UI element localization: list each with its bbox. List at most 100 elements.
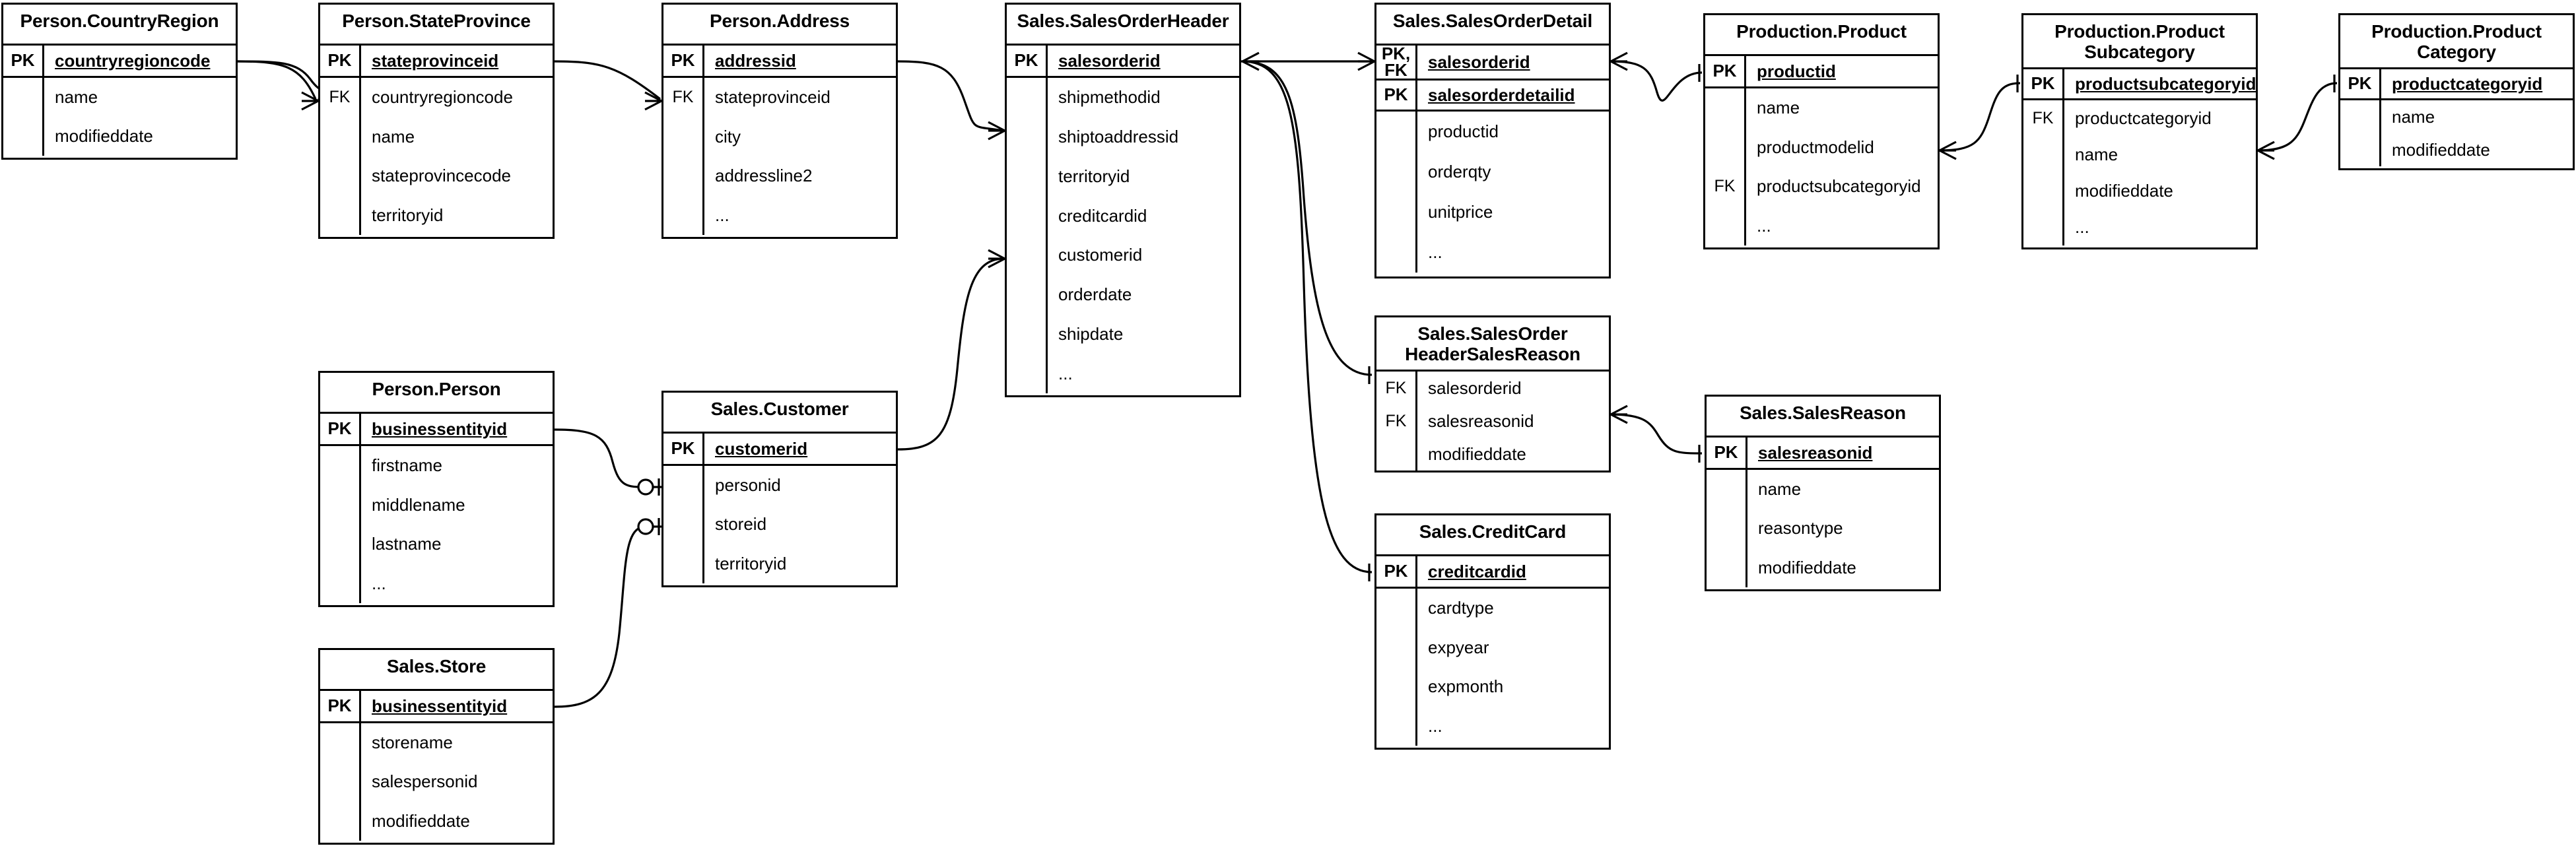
entity-title-line-2: Category [2417,42,2496,63]
attribute-name[interactable]: storeid [715,514,767,535]
attribute-name[interactable]: name [1757,98,1800,118]
attribute-name[interactable]: ... [372,573,386,593]
attribute-row[interactable]: PK stateprovinceid [320,46,553,78]
attribute-name[interactable]: creditcardid [1058,205,1147,226]
attribute-name[interactable]: stateprovincecode [372,166,512,186]
attribute-row[interactable]: PK salesorderdetailid [1376,81,1609,112]
entity-person-person[interactable]: Person.Person PK businessentityid firstn… [318,371,555,607]
attribute-row[interactable]: PK addressid [663,46,896,78]
attribute-name[interactable]: ... [1058,363,1073,383]
attribute-row[interactable]: PK creditcardid [1376,556,1609,589]
entity-sales-customer[interactable]: Sales.Customer PK customerid personid st… [661,391,898,587]
attribute-column: firstname middlename lastname ... [361,446,553,603]
entity-person-address[interactable]: Person.Address PK addressid FK stateprov… [661,3,898,239]
attribute-row[interactable]: PK, FK salesorderid [1376,45,1609,81]
entity-title-line-1: Production.Product [2054,21,2225,42]
attribute-name[interactable]: orderqty [1428,162,1491,181]
attribute-name[interactable]: cardtype [1428,598,1494,618]
entity-person-stateprovince[interactable]: Person.StateProvince PK stateprovinceid … [318,3,555,239]
attribute-name[interactable]: ... [2075,217,2089,237]
attribute-column: name modifieddate [44,78,236,156]
attribute-row[interactable]: PK businessentityid [320,414,553,446]
attribute-name[interactable]: modifieddate [55,126,153,146]
attribute-column: salesorderid salesreasonid modifieddate [1417,372,1609,471]
attribute-row[interactable]: PK customerid [663,434,896,466]
entity-production-productcategory[interactable]: Production.Product Category PK productca… [2338,13,2575,170]
attribute-row[interactable]: PK salesorderid [1007,46,1239,78]
rel-salesorderheader-headersalesreason [1242,51,1373,384]
entity-production-productsubcategory[interactable]: Production.Product Subcategory PK produc… [2021,13,2258,249]
attribute-name[interactable]: shipdate [1058,323,1124,344]
attribute-row[interactable]: PK productcategoryid [2340,69,2573,100]
entity-title: Person.CountryRegion [3,5,236,46]
entity-sales-salesreason[interactable]: Sales.SalesReason PK salesreasonid name … [1705,395,1941,591]
attribute-name[interactable]: name [2392,106,2435,127]
attribute-name[interactable]: territoryid [715,553,787,573]
attribute-name[interactable]: modifieddate [2392,139,2490,160]
attribute-name[interactable]: salesreasonid [1428,410,1534,431]
entity-production-product[interactable]: Production.Product PK productid FK name … [1703,13,1940,249]
attribute-name[interactable]: productmodelid [1757,137,1874,157]
attribute-name[interactable]: storename [372,732,453,753]
attribute-name[interactable]: salespersonid [372,771,478,792]
attribute-name[interactable]: firstname [372,455,442,476]
attribute-name[interactable]: reasontype [1758,518,1843,538]
attribute-name[interactable]: ... [1428,242,1442,262]
attribute-name[interactable]: name [2075,145,2118,164]
entity-sales-creditcard[interactable]: Sales.CreditCard PK creditcardid cardtyp… [1374,513,1611,750]
entity-person-countryregion[interactable]: Person.CountryRegion PK countryregioncod… [1,3,238,160]
attribute-name[interactable]: countryregioncode [372,87,513,108]
attribute-row[interactable]: PK countryregioncode [3,46,236,78]
key-badge [1376,707,1415,746]
attribute-name: stateprovinceid [372,50,499,71]
attribute-name[interactable]: territoryid [1058,166,1130,186]
attribute-name[interactable]: orderdate [1058,284,1132,305]
entity-sales-store[interactable]: Sales.Store PK businessentityid storenam… [318,648,555,845]
attribute-name[interactable]: personid [715,475,781,496]
attribute-name[interactable]: stateprovinceid [715,87,830,108]
attribute-name[interactable]: name [55,87,98,107]
attribute-column: productid orderqty unitprice ... [1417,112,1609,273]
key-badge [663,156,702,196]
attribute-name[interactable]: ... [1757,215,1771,236]
attribute-name[interactable]: shiptoaddressid [1058,127,1179,147]
attribute-name[interactable]: productid [1428,121,1499,141]
attribute-column: productcategoryid name modifieddate ... [2064,100,2256,245]
attribute-name: salesorderid [1058,50,1161,71]
attribute-name[interactable]: shipmethodid [1058,87,1161,108]
attribute-name[interactable]: unitprice [1428,202,1493,222]
attribute-row[interactable]: PK productsubcategoryid [2023,69,2256,100]
attribute-group: shipmethodid shiptoaddressid territoryid… [1007,78,1239,393]
attribute-name[interactable]: name [372,126,415,146]
attribute-name[interactable]: modifieddate [2075,181,2173,201]
key-column [2340,100,2381,166]
attribute-name[interactable]: expmonth [1428,676,1504,697]
key-badge [320,196,359,236]
entity-sales-salesorderheader[interactable]: Sales.SalesOrderHeader PK salesorderid [1005,3,1241,397]
attribute-name[interactable]: modifieddate [372,810,470,831]
key-badge [320,723,359,762]
attribute-name[interactable]: modifieddate [1428,443,1526,464]
attribute-name[interactable]: salesorderid [1428,377,1522,398]
attribute-name[interactable]: expyear [1428,637,1489,657]
attribute-name[interactable]: ... [715,205,729,225]
attribute-name[interactable]: productcategoryid [2075,108,2212,128]
attribute-name[interactable]: middlename [372,494,465,515]
key-badge [1376,589,1415,628]
entity-sales-salesorderheadersalesreason[interactable]: Sales.SalesOrder HeaderSalesReason FK FK… [1374,315,1611,472]
attribute-column: storename salespersonid modifieddate [361,723,553,841]
attribute-name[interactable]: city [715,126,741,146]
attribute-name[interactable]: productsubcategoryid [1757,176,1921,197]
attribute-name[interactable]: lastname [372,534,442,554]
attribute-name[interactable]: name [1758,479,1802,500]
attribute-row[interactable]: PK salesreasonid [1707,438,1939,470]
attribute-name[interactable]: addressline2 [715,166,813,186]
attribute-name[interactable]: customerid [1058,245,1143,265]
key-badge [663,196,702,236]
attribute-row[interactable]: PK businessentityid [320,691,553,723]
attribute-name[interactable]: ... [1428,715,1442,736]
attribute-name[interactable]: territoryid [372,205,444,225]
entity-sales-salesorderdetail[interactable]: Sales.SalesOrderDetail PK, FK salesorder… [1374,3,1611,278]
attribute-name[interactable]: modifieddate [1758,557,1856,577]
attribute-row[interactable]: PK productid [1705,56,1938,88]
